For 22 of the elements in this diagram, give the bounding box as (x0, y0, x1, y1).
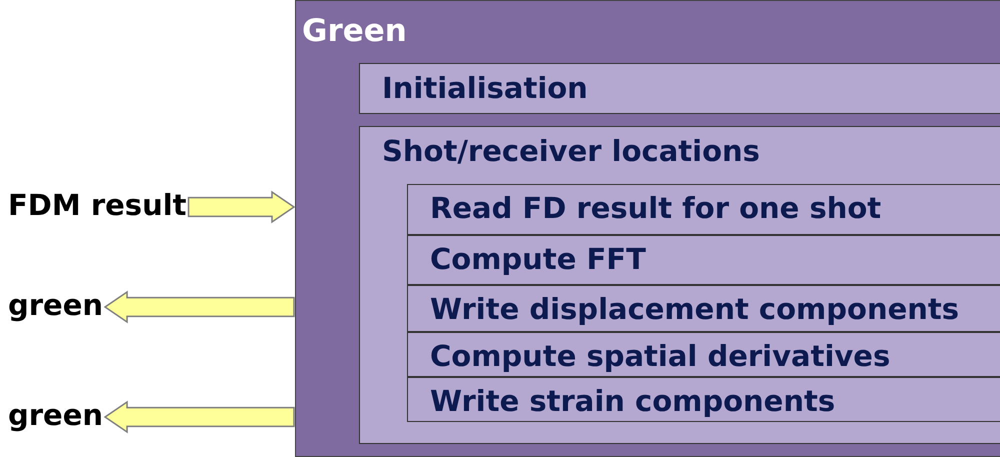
step-row (407, 332, 1000, 377)
block-arrow (104, 400, 295, 434)
block-box (359, 126, 1000, 444)
step-row (407, 377, 1000, 422)
block-arrow (104, 290, 295, 324)
step-row (407, 285, 1000, 332)
block-box (359, 63, 1000, 114)
step-label: Compute spatial derivatives (430, 339, 890, 373)
step-label: Compute FFT (430, 242, 646, 276)
block-arrow (188, 190, 296, 224)
step-label: Read FD result for one shot (430, 191, 882, 225)
step-row (407, 184, 1000, 235)
io-label: FDM result (8, 188, 187, 222)
block-title: Initialisation (382, 71, 588, 105)
step-label: Write displacement components (430, 292, 960, 326)
io-label: green (8, 288, 104, 322)
group-title: Green (302, 13, 407, 49)
io-label: green (8, 398, 104, 432)
group-panel (295, 0, 1000, 457)
block-title: Shot/receiver locations (382, 134, 760, 168)
step-label: Write strain components (430, 384, 836, 418)
step-row (407, 235, 1000, 285)
